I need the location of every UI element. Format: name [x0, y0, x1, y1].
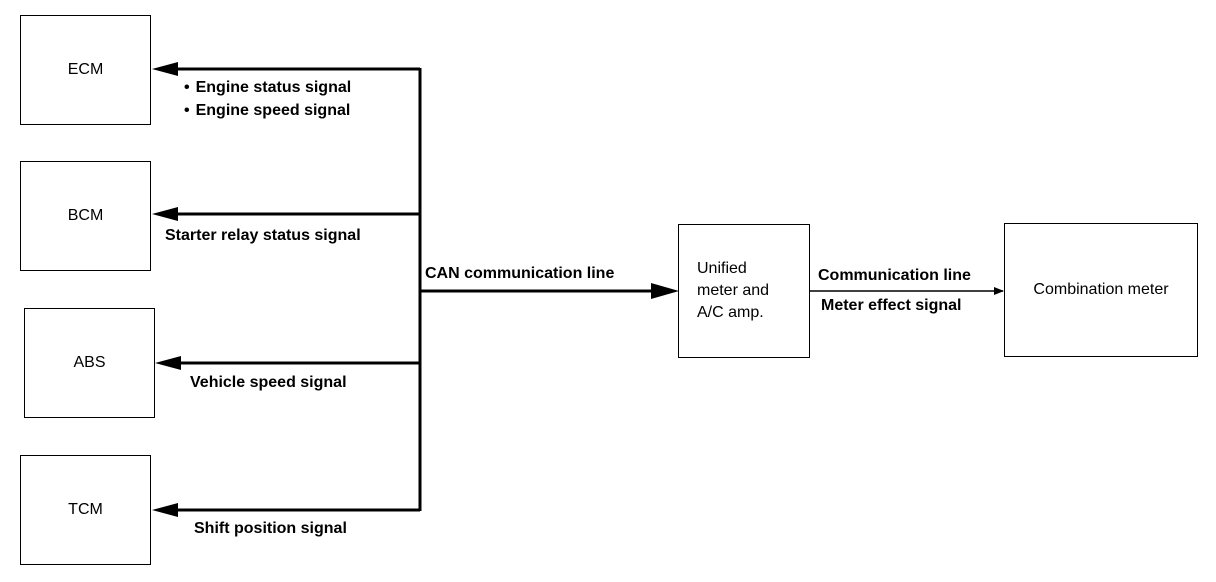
ecm-signal-engine-status: Engine status signal	[184, 77, 352, 99]
unified-label-line-1: Unified	[697, 260, 747, 277]
ecm-box: ECM	[20, 15, 151, 125]
bcm-box: BCM	[20, 161, 151, 271]
tcm-label: TCM	[68, 501, 103, 518]
ecm-arrowhead	[152, 62, 178, 76]
ecm-label: ECM	[67, 61, 104, 78]
can-communication-line-label: CAN communication line	[425, 265, 615, 282]
combination-meter-label: Combination meter	[1033, 281, 1169, 298]
bcm-signal-label: Starter relay status signal	[165, 227, 361, 244]
combination-meter-box: Combination meter	[1004, 223, 1198, 357]
unified-meter-ac-amp-box: Unified meter and A/C amp.	[678, 224, 810, 358]
meter-effect-signal-label: Meter effect signal	[821, 297, 962, 314]
ecm-signal-engine-speed: Engine speed signal	[184, 100, 351, 122]
bcm-arrowhead	[152, 207, 178, 221]
abs-arrowhead	[155, 356, 181, 370]
communication-line-label: Communication line	[818, 267, 971, 284]
bcm-label: BCM	[67, 207, 104, 224]
abs-signal-label: Vehicle speed signal	[190, 374, 347, 391]
tcm-arrowhead	[152, 503, 178, 517]
unified-label-line-2: meter and	[697, 282, 770, 299]
abs-box: ABS	[24, 308, 155, 418]
unified-label-line-3: A/C amp.	[697, 304, 764, 321]
can-arrowhead	[651, 283, 679, 299]
tcm-box: TCM	[20, 455, 151, 565]
abs-label: ABS	[73, 354, 106, 371]
tcm-signal-label: Shift position signal	[194, 520, 347, 537]
